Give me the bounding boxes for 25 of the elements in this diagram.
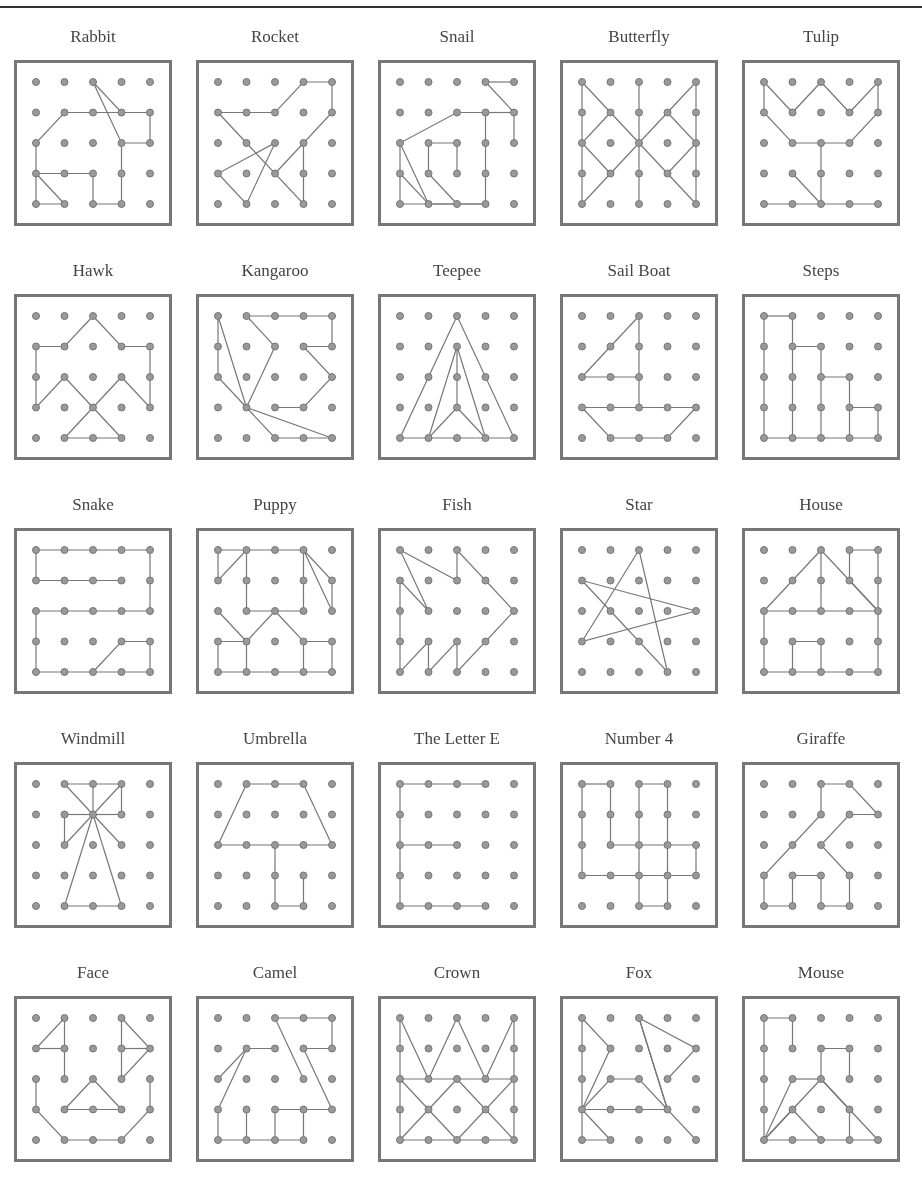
panel-title: Puppy: [252, 494, 298, 516]
panel-title: Umbrella: [241, 728, 309, 750]
panel-title: Kangaroo: [240, 260, 310, 282]
panel-title: Fox: [624, 962, 654, 984]
panel-title: Number 4: [603, 728, 675, 750]
panel-title: House: [798, 494, 844, 516]
panel-title: Rocket: [249, 26, 301, 48]
panel-title: Sail Boat: [606, 260, 672, 282]
panel-title: Crown: [432, 962, 482, 984]
panel-title: Star: [624, 494, 654, 516]
panel-title: Butterfly: [607, 26, 671, 48]
panel-title: Snail: [438, 26, 476, 48]
panel-title: Face: [75, 962, 111, 984]
panel-title: Teepee: [432, 260, 482, 282]
panel-title: Rabbit: [69, 26, 117, 48]
panel-title: Steps: [801, 260, 841, 282]
panel-title: Giraffe: [795, 728, 847, 750]
panel-title: Hawk: [71, 260, 115, 282]
panel-title: Mouse: [796, 962, 846, 984]
panel-title: Fish: [441, 494, 473, 516]
panel-title: Snake: [71, 494, 115, 516]
panel-title: Tulip: [801, 26, 841, 48]
panel-title: Windmill: [59, 728, 127, 750]
panel-title: The Letter E: [413, 728, 501, 750]
panel-title: Camel: [251, 962, 299, 984]
